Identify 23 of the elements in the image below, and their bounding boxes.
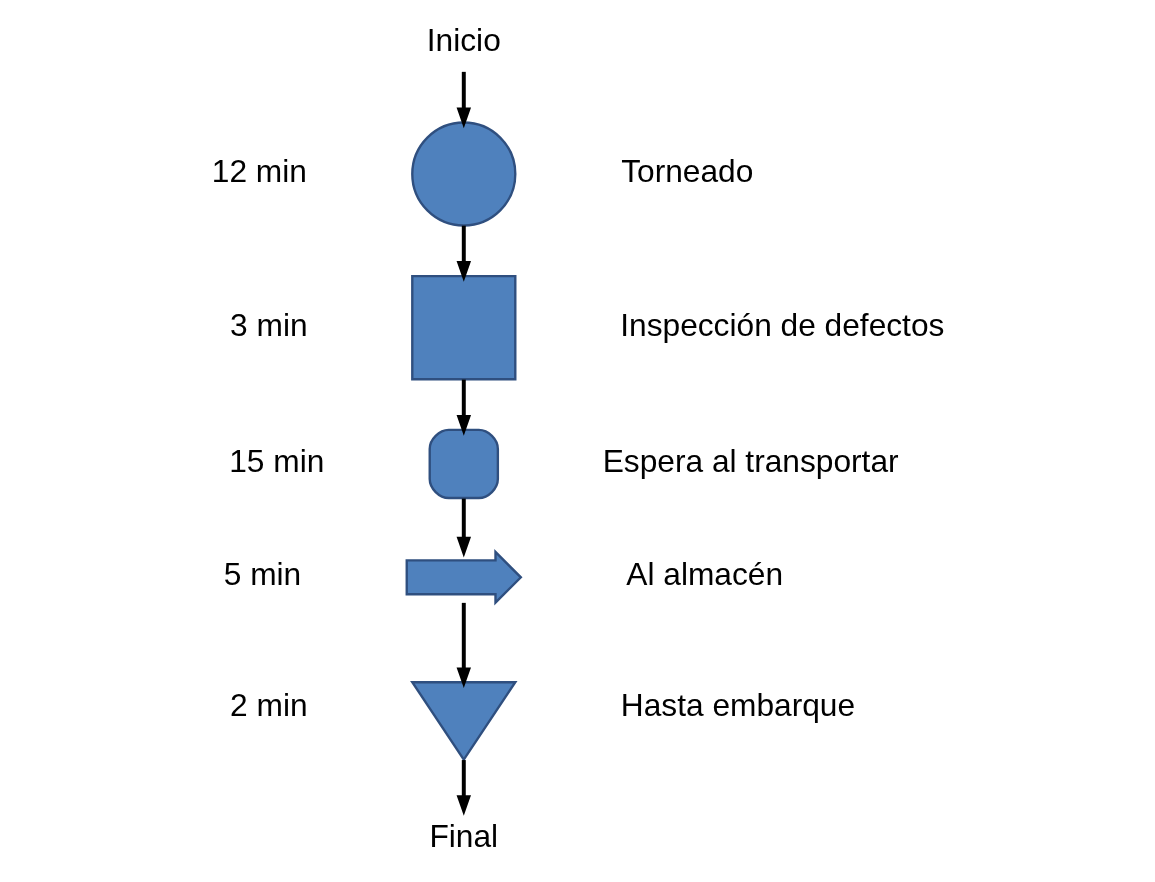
node-label: 2 min	[230, 686, 308, 723]
node-text: Final	[429, 817, 499, 854]
node-label: 15 min	[229, 442, 325, 479]
arrow	[456, 379, 472, 436]
arrow	[456, 498, 472, 558]
node-label: 5 min	[223, 556, 302, 593]
node-label: Al almacén	[626, 556, 784, 593]
node-label: 12 min	[211, 152, 307, 189]
node-label: Inspección de defectos	[620, 306, 945, 343]
node-label: Torneado	[621, 152, 754, 189]
arrow	[456, 71, 472, 129]
node-delay	[428, 428, 500, 500]
node-label: Hasta embarque	[620, 686, 856, 723]
arrow	[456, 602, 472, 689]
node-circle	[411, 121, 517, 227]
node-arrow	[405, 549, 523, 606]
node-text: Inicio	[426, 22, 501, 59]
arrow	[456, 760, 472, 816]
node-label: 3 min	[230, 306, 308, 343]
node-triangle	[410, 681, 518, 762]
node-box	[411, 275, 517, 381]
node-label: Espera al transportar	[602, 442, 899, 479]
arrow	[456, 225, 472, 282]
